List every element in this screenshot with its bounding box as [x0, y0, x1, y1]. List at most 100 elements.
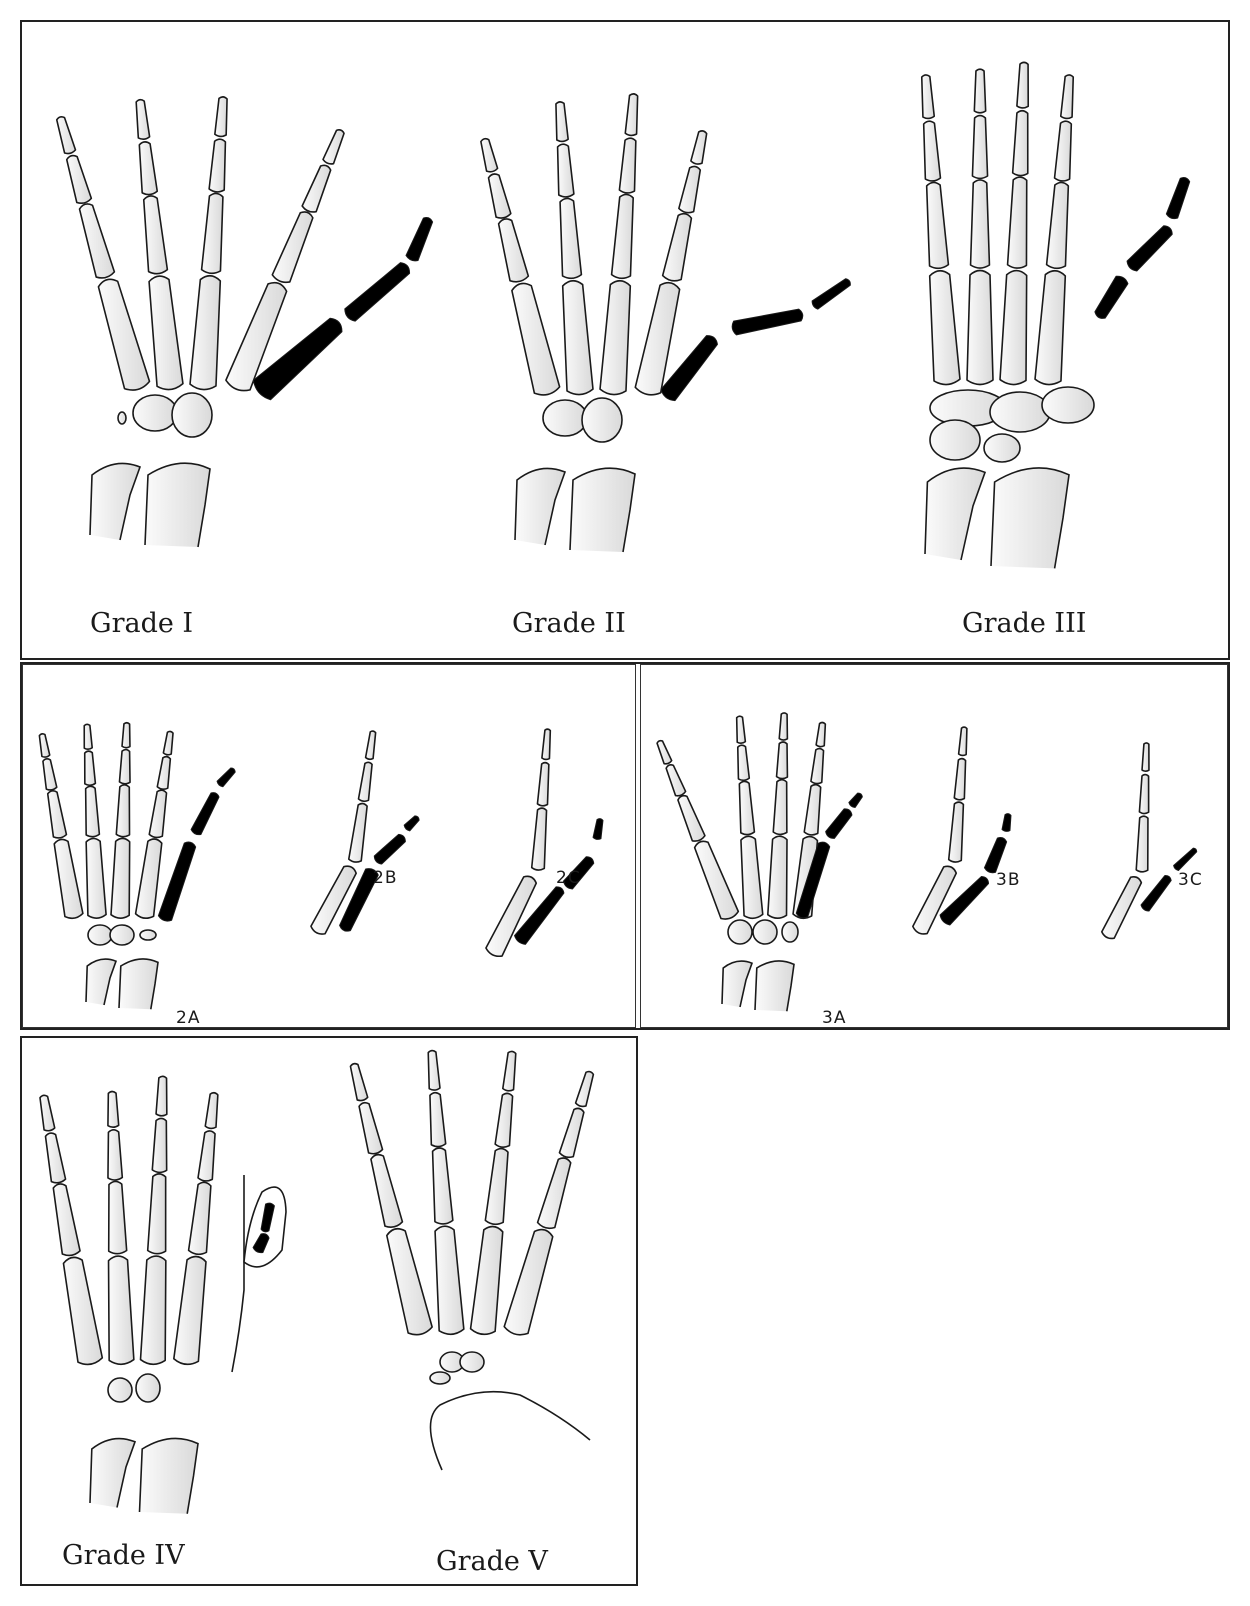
- label-2c: 2C: [556, 868, 581, 888]
- floating-thumb-bone: [252, 1233, 270, 1254]
- bone-17: [555, 101, 569, 143]
- bone-29: [973, 68, 987, 114]
- bone-90: [484, 1147, 509, 1226]
- label-2a: 2A: [176, 1008, 201, 1028]
- metacarpal: [53, 838, 84, 920]
- bone-94: [558, 1107, 585, 1159]
- label-3b: 3B: [996, 870, 1021, 890]
- thumb-distal-3a: [848, 792, 863, 808]
- bone-13: [487, 173, 512, 219]
- label-grade-4: Grade IV: [62, 1540, 185, 1571]
- thumb-phalanx-3a: [825, 808, 853, 839]
- bone-23: [690, 130, 708, 165]
- forearm-3a-ulna: [721, 960, 754, 1008]
- metacarpal: [386, 1227, 433, 1336]
- metacarpal: [693, 840, 740, 920]
- bone-64: [810, 747, 825, 785]
- metacarpal: [107, 1255, 135, 1366]
- forearm-2-radius: [569, 467, 636, 553]
- thumb-distal-affected: [811, 278, 851, 310]
- carpal-bone: [929, 419, 981, 461]
- carpal-bone: [989, 391, 1051, 433]
- metacarpal: [561, 279, 594, 396]
- bone-6: [200, 192, 224, 275]
- bone-28: [971, 114, 989, 180]
- label-2b: 2B: [373, 868, 398, 888]
- thumb-phalanx-3c: [1140, 875, 1172, 912]
- bone-83: [204, 1091, 219, 1130]
- thumb-distal-2a: [216, 767, 236, 788]
- bone-26: [920, 74, 936, 120]
- index-metacarpal-3c: [1100, 876, 1143, 940]
- bone-49: [357, 761, 373, 803]
- carpal-bone: [581, 397, 623, 443]
- bone-31: [1011, 109, 1029, 177]
- thumb-distal-affected: [1165, 177, 1191, 220]
- thumb-metacarpal-affected: [660, 335, 718, 402]
- bone-60: [772, 778, 788, 836]
- bone-92: [502, 1050, 517, 1092]
- thumb-phalanx-2c: [562, 856, 595, 890]
- metacarpal: [469, 1225, 504, 1336]
- thumb-distal-3b: [1001, 813, 1012, 832]
- forearm-3-ulna: [924, 467, 987, 561]
- bone-85: [358, 1101, 384, 1155]
- label-grade-5: Grade V: [436, 1546, 548, 1577]
- bone-82: [197, 1130, 216, 1182]
- middle-left-box: [22, 664, 636, 1028]
- bone-91: [494, 1092, 514, 1148]
- bone-46: [156, 755, 172, 791]
- carpal-bone: [459, 1351, 485, 1373]
- bone-47: [162, 730, 174, 756]
- bone-36: [46, 790, 68, 839]
- thumb-phalanx-2b: [373, 833, 406, 865]
- carpal-bone: [135, 1373, 161, 1403]
- bone-45: [148, 789, 168, 839]
- metacarpal: [148, 275, 184, 391]
- metacarpal: [599, 279, 632, 396]
- bone-25: [922, 120, 942, 182]
- bone-72: [52, 1183, 81, 1257]
- bone-34: [1053, 120, 1073, 182]
- thumb-phalanx-2a: [190, 792, 220, 836]
- bone-4: [138, 141, 159, 196]
- label-grade-2: Grade II: [512, 608, 626, 639]
- carpal-bone: [983, 433, 1021, 463]
- forearm-radius: [144, 462, 211, 548]
- bone-61: [775, 741, 789, 780]
- metacarpal: [434, 1225, 465, 1336]
- bone-16: [556, 143, 575, 198]
- bone-21: [661, 212, 693, 282]
- thumb-metacarpal-3b: [939, 875, 990, 926]
- metacarpal: [85, 837, 107, 919]
- bone-33: [1045, 181, 1070, 270]
- metacarpal: [634, 281, 681, 396]
- bone-18: [610, 193, 634, 280]
- bone-87: [431, 1147, 454, 1225]
- bone-11: [322, 129, 345, 165]
- carpal-bone: [727, 919, 753, 945]
- metacarpal: [740, 835, 764, 920]
- forearm-4-ulna: [89, 1437, 137, 1508]
- skin-outline: [231, 1175, 245, 1373]
- metacarpal: [97, 278, 151, 391]
- label-3a: 3A: [822, 1008, 847, 1028]
- thumb-metacarpal-2a: [157, 841, 197, 922]
- bone-54: [677, 794, 706, 842]
- bone-38: [38, 732, 51, 758]
- bone-70: [1138, 773, 1150, 815]
- forearm-3-radius: [990, 467, 1070, 569]
- carpal-bone: [107, 1377, 133, 1403]
- bone-1: [65, 154, 93, 205]
- bone-78: [146, 1173, 167, 1255]
- bone-41: [83, 723, 94, 751]
- index-metacarpal-2b: [310, 865, 357, 935]
- index-metacarpal-2c: [485, 875, 538, 958]
- forearm-outline-5: [429, 1390, 591, 1471]
- bone-65: [815, 721, 827, 748]
- thumb-metacarpal-affected: [252, 317, 343, 401]
- metacarpal: [966, 269, 994, 386]
- bone-24: [925, 181, 950, 270]
- bone-9: [271, 211, 314, 284]
- middle-right-box: [640, 664, 1228, 1028]
